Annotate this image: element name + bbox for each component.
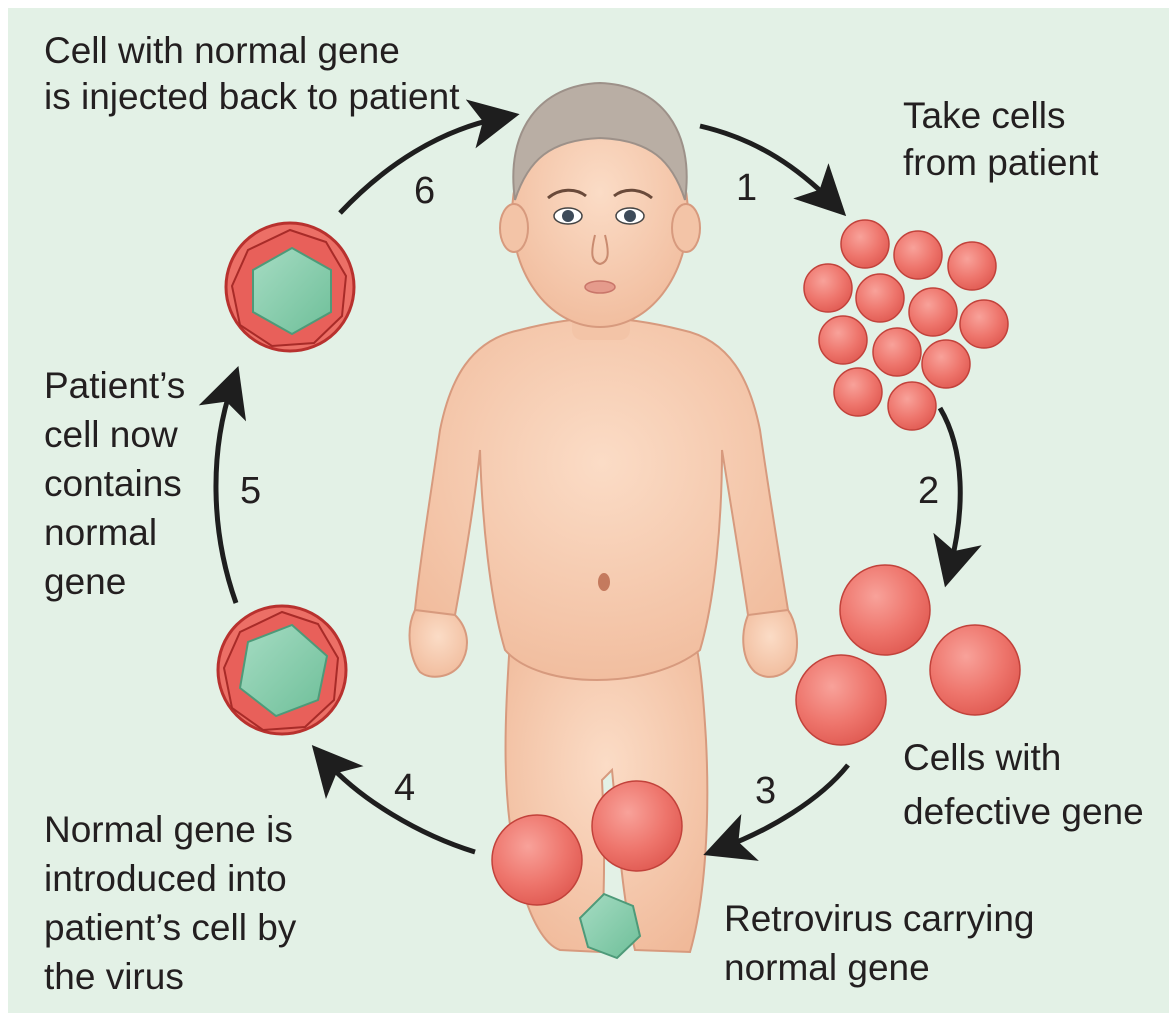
cluster-cell — [888, 382, 936, 430]
modified-cell-lower — [218, 606, 346, 734]
label-line: gene — [44, 561, 126, 602]
child-right-ear — [672, 204, 700, 252]
cluster-cell — [909, 288, 957, 336]
label-line: Patient’s — [44, 365, 185, 406]
step-number-3: 3 — [755, 770, 776, 812]
child-right-hand — [743, 610, 797, 677]
label-line: introduced into — [44, 858, 287, 899]
step-number-1: 1 — [736, 167, 757, 209]
defective-cell — [796, 655, 886, 745]
label-line: from patient — [903, 142, 1099, 183]
label-line: cell now — [44, 414, 178, 455]
child-navel — [598, 573, 610, 591]
child-right-pupil — [624, 210, 636, 222]
cluster-cell — [856, 274, 904, 322]
label-line: normal gene — [724, 947, 930, 988]
label-line: Take cells — [903, 95, 1065, 136]
label-line: Normal gene is — [44, 809, 293, 850]
child-left-pupil — [562, 210, 574, 222]
label-line: Retrovirus carrying — [724, 898, 1034, 939]
defective-cell — [840, 565, 930, 655]
label-line: Cells with — [903, 737, 1061, 778]
step-number-4: 4 — [394, 767, 415, 809]
label-line: is injected back to patient — [44, 76, 460, 117]
cluster-cell — [834, 368, 882, 416]
target-cell — [492, 815, 582, 905]
modified-cell-upper — [226, 223, 354, 351]
step-number-6: 6 — [414, 170, 435, 212]
child-left-ear — [500, 204, 528, 252]
child-left-hand — [410, 610, 467, 677]
label-line: contains — [44, 463, 182, 504]
cluster-cell — [841, 220, 889, 268]
target-cell — [592, 781, 682, 871]
cluster-cell — [960, 300, 1008, 348]
step-number-5: 5 — [240, 470, 261, 512]
label-line: Cell with normal gene — [44, 30, 400, 71]
cluster-cell — [948, 242, 996, 290]
child-mouth — [585, 281, 615, 293]
step-number-2: 2 — [918, 470, 939, 512]
cluster-cell — [819, 316, 867, 364]
cluster-cell — [804, 264, 852, 312]
label-line: normal — [44, 512, 157, 553]
label-line: defective gene — [903, 791, 1144, 832]
defective-cell — [930, 625, 1020, 715]
cluster-cell — [894, 231, 942, 279]
label-line: patient’s cell by — [44, 907, 297, 948]
cluster-cell — [922, 340, 970, 388]
cluster-cell — [873, 328, 921, 376]
label-line: the virus — [44, 956, 184, 997]
